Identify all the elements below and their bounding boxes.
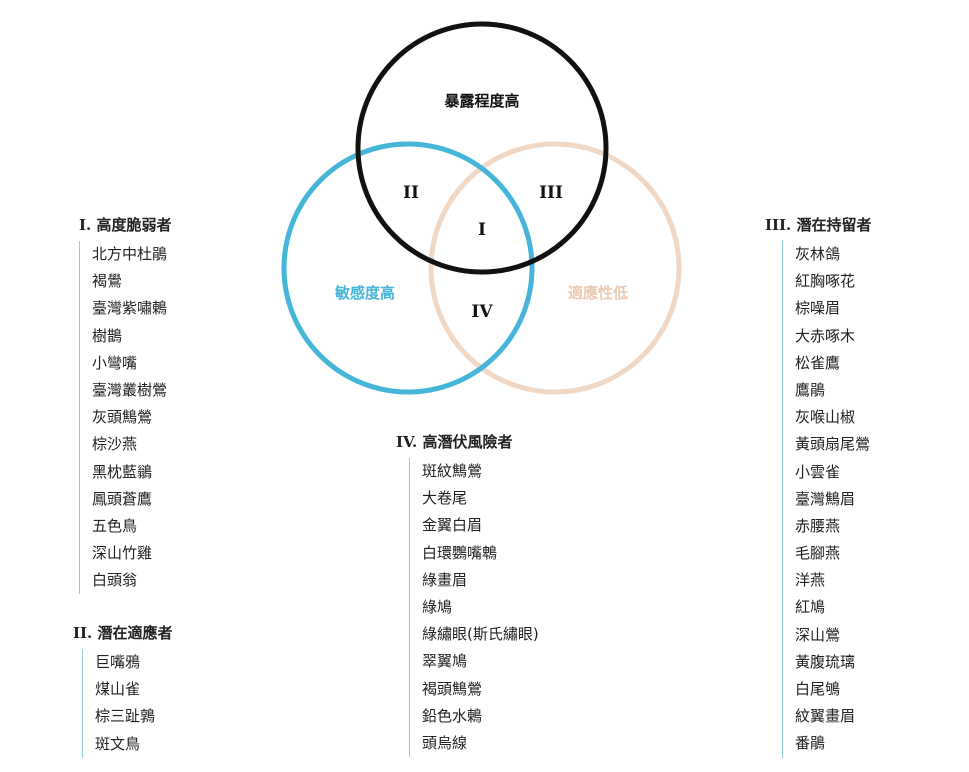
group-iii-numeral: III. [765, 216, 792, 234]
species-item: 綠繡眼(斯氏繡眼) [422, 625, 539, 644]
group-ii-name: 潛在適應者 [97, 624, 173, 642]
species-item: 頭烏線 [422, 733, 468, 752]
group-iv: IV. 高潛伏風險者 斑紋鷦鶯大卷尾金翼白眉白環鸚嘴鵯綠畫眉綠鳩綠繡眼(斯氏繡眼… [396, 432, 539, 758]
sensitivity-label: 敏感度高 [334, 284, 395, 302]
species-item: 紋翼畫眉 [795, 707, 856, 726]
group-ii-title: II. 潛在適應者 [73, 623, 173, 643]
species-item: 臺灣叢樹鶯 [92, 380, 168, 399]
species-item: 金翼白眉 [422, 516, 483, 535]
group-iv-name: 高潛伏風險者 [422, 433, 513, 451]
group-iii: III. 潛在持留者 灰林鴿紅胸啄花棕噪眉大赤啄木松雀鷹鷹鵑灰喉山椒黃頭扇尾鶯小… [765, 215, 872, 758]
group-iii-species-list: 灰林鴿紅胸啄花棕噪眉大赤啄木松雀鷹鷹鵑灰喉山椒黃頭扇尾鶯小雲雀臺灣鷦眉赤腰燕毛腳… [782, 241, 872, 758]
group-ii-numeral: II. [73, 624, 93, 642]
species-item: 鷹鵑 [795, 380, 826, 399]
sensitivity-circle [281, 141, 535, 395]
species-item: 黃頭扇尾鶯 [795, 435, 871, 454]
species-item: 赤腰燕 [795, 516, 841, 535]
species-item: 灰林鴿 [795, 245, 841, 263]
species-item: 灰頭鷦鶯 [92, 408, 153, 427]
species-item: 灰喉山椒 [795, 408, 856, 427]
exposure-circle [355, 21, 609, 275]
species-item: 臺灣紫嘯鶇 [92, 299, 168, 318]
species-item: 白尾鴝 [795, 680, 841, 698]
species-item: 翠翼鳩 [422, 652, 468, 671]
species-item: 巨嘴鴉 [95, 653, 141, 671]
group-ii: II. 潛在適應者 巨嘴鴉煤山雀棕三趾鶉斑文鳥 [73, 623, 173, 758]
species-item: 棕沙燕 [92, 435, 138, 454]
species-item: 斑文鳥 [95, 734, 141, 753]
species-item: 白環鸚嘴鵯 [422, 543, 498, 562]
species-item: 綠畫眉 [422, 570, 468, 589]
group-i: I. 高度脆弱者 北方中杜鵑褐鷽臺灣紫嘯鶇樹鵲小彎嘴臺灣叢樹鶯灰頭鷦鶯棕沙燕黑枕… [79, 215, 172, 595]
group-iv-numeral: IV. [396, 433, 418, 451]
group-i-numeral: I. [79, 216, 92, 234]
species-item: 斑紋鷦鶯 [422, 462, 483, 480]
group-iii-name: 潛在持留者 [796, 216, 872, 234]
group-i-name: 高度脆弱者 [96, 216, 172, 234]
group-iii-title: III. 潛在持留者 [765, 215, 872, 235]
species-item: 鉛色水鶇 [422, 706, 483, 725]
group-iv-title: IV. 高潛伏風險者 [396, 432, 539, 452]
species-item: 白頭翁 [92, 571, 138, 590]
adaptability-circle [428, 141, 682, 395]
species-item: 綠鳩 [422, 597, 453, 616]
species-item: 臺灣鷦眉 [795, 489, 856, 508]
group-ii-species-list: 巨嘴鴉煤山雀棕三趾鶉斑文鳥 [82, 649, 173, 758]
region-iii-label: III [539, 183, 563, 203]
species-item: 紅鳩 [795, 598, 826, 617]
group-i-title: I. 高度脆弱者 [79, 215, 172, 235]
species-item: 番鵑 [795, 734, 826, 753]
region-i-label: I [478, 220, 486, 240]
species-item: 大赤啄木 [795, 326, 856, 345]
species-item: 褐頭鷦鶯 [422, 679, 483, 698]
group-iv-species-list: 斑紋鷦鶯大卷尾金翼白眉白環鸚嘴鵯綠畫眉綠鳩綠繡眼(斯氏繡眼) 翠翼鳩褐頭鷦鶯鉛色水… [409, 458, 539, 758]
species-item: 棕三趾鶉 [95, 707, 156, 726]
group-i-species-list: 北方中杜鵑褐鷽臺灣紫嘯鶇樹鵲小彎嘴臺灣叢樹鶯灰頭鷦鶯棕沙燕黑枕藍鶲鳳頭蒼鷹五色鳥… [79, 241, 172, 595]
region-ii-label: II [403, 183, 419, 203]
species-item: 北方中杜鵑 [92, 245, 168, 263]
species-item: 黃腹琉璃 [795, 652, 856, 671]
species-item: 樹鵲 [92, 326, 123, 345]
species-item: 松雀鷹 [795, 353, 841, 372]
adaptability-label: 適應性低 [568, 284, 628, 302]
species-item: 毛腳燕 [795, 544, 841, 563]
species-item: 大卷尾 [422, 489, 468, 508]
species-item: 褐鷽 [92, 272, 123, 291]
species-item: 洋燕 [795, 571, 826, 590]
species-item: 鳳頭蒼鷹 [92, 489, 153, 508]
species-item: 深山鶯 [795, 625, 841, 644]
species-item: 小彎嘴 [92, 353, 138, 372]
species-item: 小雲雀 [795, 462, 841, 481]
species-item: 棕噪眉 [795, 299, 841, 318]
region-iv-label: IV [471, 302, 493, 322]
species-item: 紅胸啄花 [795, 272, 856, 291]
exposure-label: 暴露程度高 [444, 92, 519, 110]
species-item: 黑枕藍鶲 [92, 462, 153, 481]
species-item: 五色鳥 [92, 516, 138, 535]
species-item: 煤山雀 [95, 680, 141, 699]
species-item: 深山竹雞 [92, 544, 153, 563]
